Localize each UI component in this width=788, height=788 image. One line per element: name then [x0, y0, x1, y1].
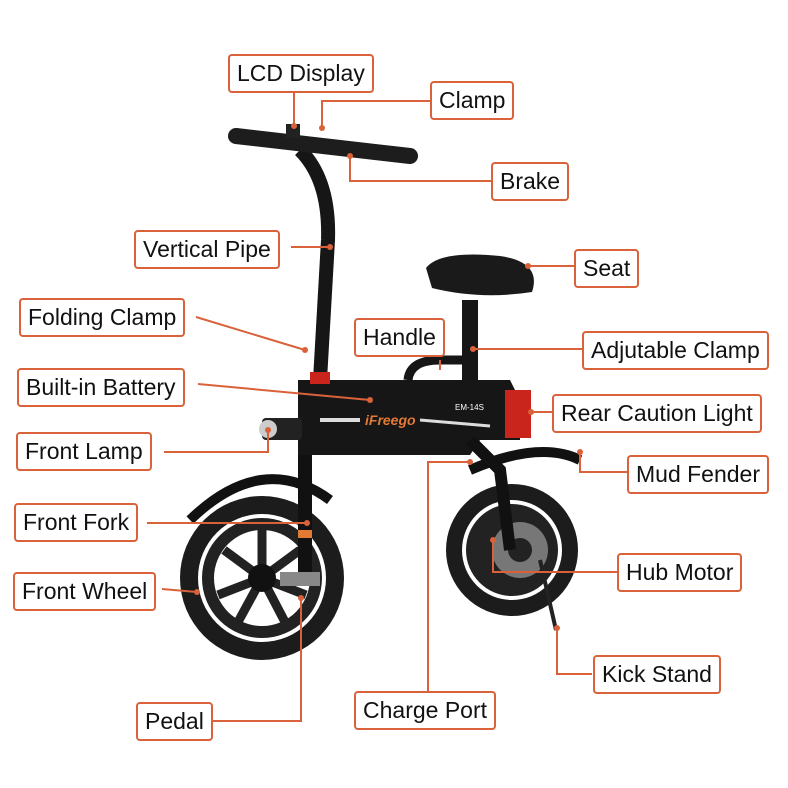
label-built-in-battery: Built-in Battery [17, 368, 185, 407]
label-kick-stand: Kick Stand [593, 655, 721, 694]
label-vertical-pipe: Vertical Pipe [134, 230, 280, 269]
label-charge-port: Charge Port [354, 691, 497, 730]
label-front-lamp: Front Lamp [16, 432, 152, 471]
label-pedal: Pedal [136, 702, 213, 741]
brand-logo: iFreego [365, 412, 416, 428]
label-seat: Seat [574, 249, 640, 288]
label-rear-caution-light: Rear Caution Light [552, 394, 762, 433]
label-folding-clamp: Folding Clamp [19, 298, 186, 337]
label-adjustable-clamp: Adjutable Clamp [582, 331, 769, 370]
label-handle: Handle [354, 318, 445, 357]
label-front-fork: Front Fork [14, 503, 139, 542]
label-mud-fender: Mud Fender [627, 455, 770, 494]
label-lcd-display: LCD Display [228, 54, 374, 93]
label-clamp: Clamp [430, 81, 515, 120]
label-front-wheel: Front Wheel [13, 572, 157, 611]
model-text: EM-14S [455, 403, 484, 412]
label-hub-motor: Hub Motor [617, 553, 743, 592]
label-brake: Brake [491, 162, 570, 201]
